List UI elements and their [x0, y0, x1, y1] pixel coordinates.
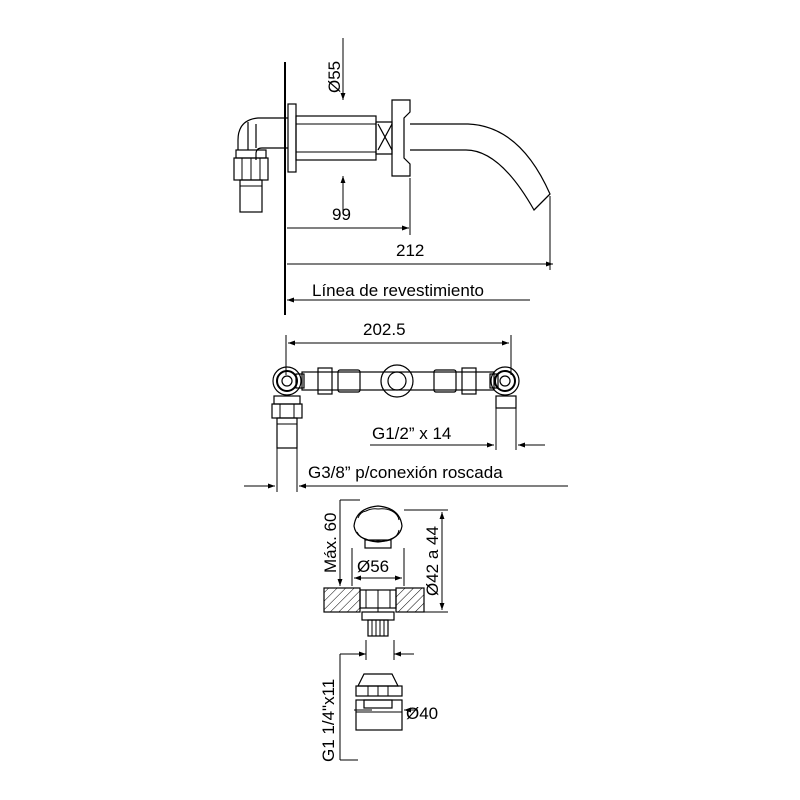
- dim-g1-1-4-x11: G1 1/4"x11: [319, 679, 338, 762]
- dim-max-60: Máx. 60: [321, 513, 340, 573]
- valve-body: [295, 115, 377, 161]
- dim-diameter-56: Ø56: [357, 557, 389, 576]
- dim-g1-2-x14: G1/2” x 14: [372, 424, 451, 443]
- nut: [357, 673, 399, 687]
- dim-diameter-55: Ø55: [325, 61, 344, 93]
- side-view: Ø55 99 212 Línea de revestimiento: [233, 38, 553, 315]
- dim-99: 99: [332, 205, 351, 224]
- handle-install: Máx. 60 Ø56 Ø42 a 44: [319, 499, 448, 762]
- spout: [410, 123, 551, 211]
- flange: [287, 103, 297, 173]
- dim-212: 212: [396, 241, 424, 260]
- rough-in-body: 202.5 G1/2” x 14: [244, 320, 568, 492]
- handle: [391, 99, 411, 177]
- dim-g3-8-conexion: G3/8” p/conexión roscada: [308, 463, 503, 482]
- label-linea-revestimiento: Línea de revestimiento: [312, 281, 484, 300]
- dim-202-5: 202.5: [363, 320, 406, 339]
- dim-diameter-42-44: Ø42 a 44: [423, 526, 442, 596]
- supply-elbow: [233, 117, 288, 213]
- dim-diameter-40: Ø40: [406, 704, 438, 723]
